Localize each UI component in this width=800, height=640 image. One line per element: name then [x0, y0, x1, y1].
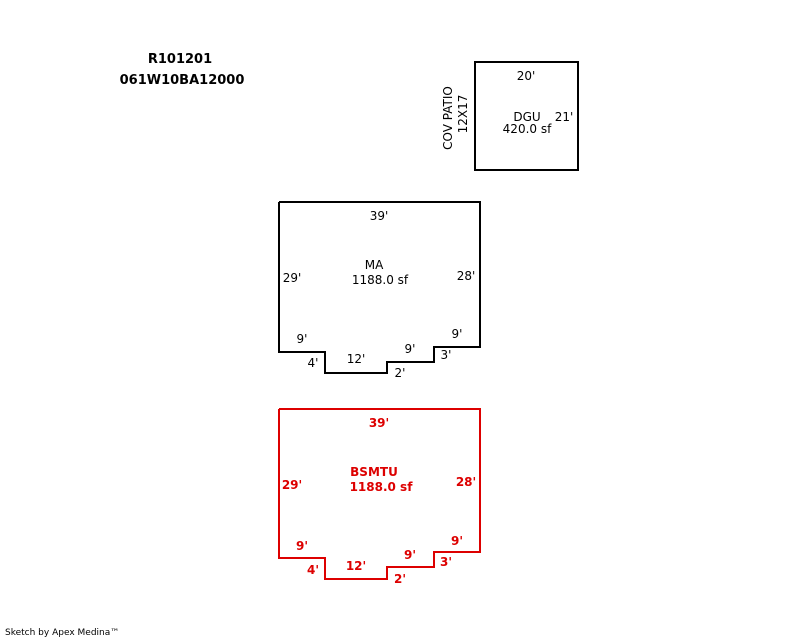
sketch-credit: Sketch by Apex Medina™ [5, 628, 119, 638]
garage-area: 420.0 sf [503, 122, 552, 136]
main-area-outline [278, 201, 481, 374]
main-area-dim-left: 29' [283, 271, 302, 285]
main-area-dim-step-mid: 2' [395, 366, 406, 380]
basement-outline [278, 408, 481, 580]
garage-dim-top: 20' [517, 69, 536, 83]
garage-label: DGU [513, 110, 540, 124]
basement-dim-step-right: 3' [440, 555, 452, 569]
main-area-label: MA [365, 258, 384, 272]
patio-size: 12X17 [456, 95, 470, 134]
basement-dim-step-left: 4' [307, 563, 319, 577]
basement-label: BSMTU [350, 465, 398, 479]
main-area-dim-step-left: 4' [308, 356, 319, 370]
basement-dim-bottom: 12' [346, 559, 366, 573]
basement-dim-mid-bottom: 9' [404, 548, 416, 562]
main-area-dim-step-right: 3' [441, 348, 452, 362]
main-area-dim-bottom: 12' [347, 352, 366, 366]
main-area-dim-left-bottom: 9' [297, 332, 308, 346]
basement-dim-right-bottom: 9' [451, 534, 463, 548]
account-number: R101201 [148, 52, 212, 67]
garage-dim-right: 21' [555, 110, 574, 124]
map-number: 061W10BA12000 [120, 73, 245, 88]
main-area-dim-right-bottom: 9' [452, 327, 463, 341]
main-area-size: 1188.0 sf [352, 273, 409, 287]
basement-dim-top: 39' [369, 416, 389, 430]
garage-outline [474, 61, 579, 171]
basement-dim-right: 28' [456, 475, 476, 489]
main-area-dim-mid-bottom: 9' [405, 342, 416, 356]
basement-size: 1188.0 sf [350, 480, 414, 494]
main-area-dim-right: 28' [457, 269, 476, 283]
basement-dim-left: 29' [282, 478, 302, 492]
main-area-dim-top: 39' [370, 209, 389, 223]
patio-label: COV PATIO [441, 86, 455, 150]
basement-dim-left-bottom: 9' [296, 539, 308, 553]
basement-dim-step-mid: 2' [394, 572, 406, 586]
